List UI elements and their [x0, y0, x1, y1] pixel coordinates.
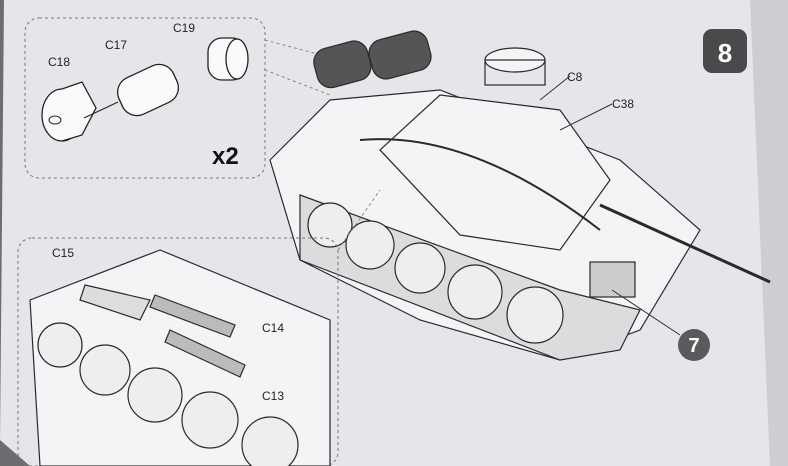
exhaust-inset: C18 C17 C19 x2 — [24, 17, 341, 179]
paper-shadow — [750, 0, 788, 466]
part-label-c19: C19 — [173, 21, 195, 35]
part-label-c14: C14 — [262, 321, 284, 335]
track-inset: C15 C14 C13 — [17, 189, 381, 466]
part-label-c17: C17 — [105, 38, 127, 52]
step-number-badge: 8 — [703, 29, 747, 73]
step-number: 8 — [718, 38, 732, 68]
part-label-c18: C18 — [48, 55, 70, 69]
part-label-c15: C15 — [52, 246, 74, 260]
sub-step-badge: 7 — [678, 329, 710, 361]
main-tank-drawing — [269, 30, 771, 361]
part-label-c8: C8 — [567, 70, 583, 84]
quantity-label: x2 — [212, 143, 239, 170]
part-label-c13: C13 — [262, 389, 284, 403]
part-label-c38: C38 — [612, 97, 634, 111]
sub-step-number: 7 — [688, 335, 699, 357]
